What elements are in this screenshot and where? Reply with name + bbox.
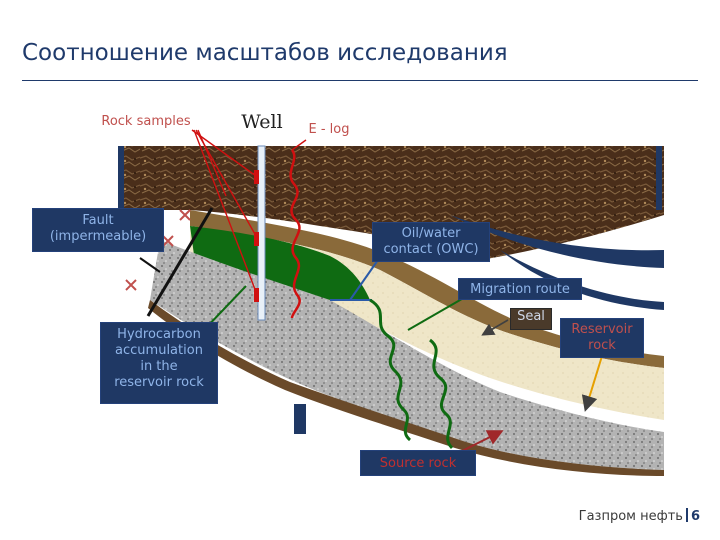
source-rock-label: Source rock [360, 450, 476, 476]
seal-layer [190, 210, 664, 368]
fault-arrow [139, 257, 161, 273]
cap-rock-edge-right [656, 146, 662, 210]
footer: Газпром нефть 6 [579, 508, 700, 524]
footer-company: Газпром нефть [578, 509, 683, 524]
core-sample-top [254, 170, 259, 184]
e-log-label: E - log [308, 122, 350, 137]
page-number: 6 [690, 509, 700, 524]
dark-lens-2 [500, 250, 664, 310]
seal-pointer [481, 319, 509, 336]
page-title: Соотношение масштабов исследования [22, 40, 508, 66]
title-divider [22, 80, 698, 81]
source-rock-layer [150, 240, 664, 470]
owc-label: Oil/water contact (OWC) [372, 222, 490, 262]
migration-path-1 [369, 298, 412, 442]
well-bore [257, 145, 266, 321]
footer-separator [685, 508, 688, 522]
fault-cross-marks [125, 209, 191, 291]
well-label: Well [241, 111, 283, 133]
rock-samples-label: Rock samples [101, 114, 191, 129]
owc-pointer [349, 259, 379, 301]
fault-label: Fault (impermeable) [32, 208, 164, 252]
e-log-curve [289, 149, 301, 319]
fault-line [146, 207, 214, 317]
reservoir-pointer [581, 355, 603, 412]
rock-sample-pointers [191, 129, 257, 293]
depth-marker [294, 404, 306, 434]
migration-route-label: Migration route [458, 278, 582, 300]
core-sample-mid [254, 232, 259, 246]
cap-rock-slab [118, 146, 664, 210]
dark-lens-1 [450, 215, 664, 268]
hydrocarbon-label: Hydrocarbon accumulation in the reservoi… [100, 322, 218, 404]
reservoir-rock-label: Reservoir rock [560, 318, 644, 358]
seal-label: Seal [510, 308, 552, 330]
e-log-pointer [291, 139, 307, 151]
source-pointer [459, 430, 504, 453]
cap-rock-edge-left [118, 146, 124, 210]
core-sample-bottom [254, 288, 259, 302]
oil-accumulation [190, 226, 370, 300]
migration-path-2 [428, 338, 454, 450]
